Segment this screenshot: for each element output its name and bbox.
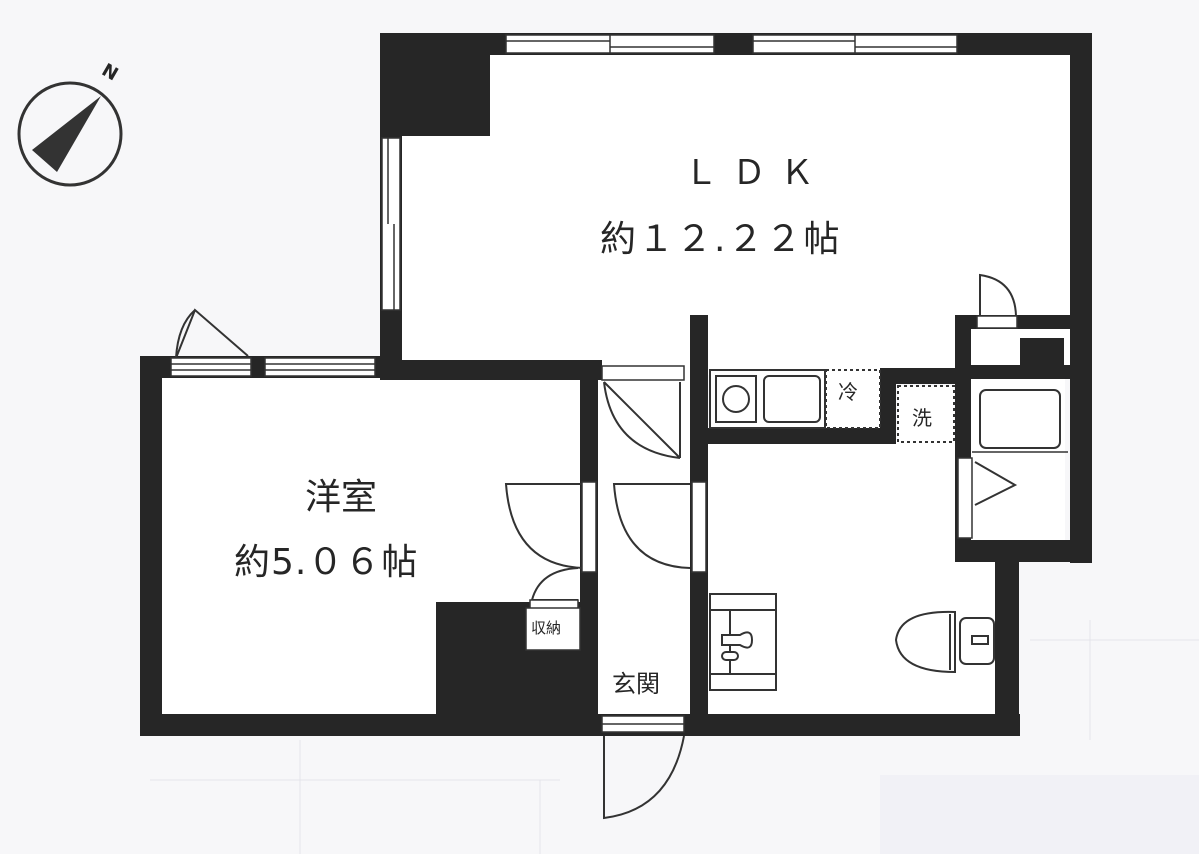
- washer-space: [897, 385, 955, 443]
- windows: [170, 34, 1018, 733]
- room-storage-name: 収納: [531, 619, 562, 637]
- stove-burner-icon: [722, 385, 750, 413]
- wash-basin-icon: [709, 593, 777, 691]
- room-western-area: 約5.０６帖: [234, 542, 419, 583]
- bathtub-icon: [979, 389, 1061, 449]
- washer-label: 洗: [912, 406, 932, 430]
- compass: [17, 81, 123, 187]
- sink-icon: [763, 375, 821, 423]
- compass-circle: [17, 81, 123, 187]
- fridge-space: [825, 369, 881, 429]
- kitchen-counter: [709, 369, 826, 429]
- fridge-label: 冷: [838, 380, 858, 404]
- background-patch: [880, 775, 1199, 854]
- north-arrow-icon: [32, 96, 101, 172]
- room-western-name: 洋室: [305, 477, 378, 518]
- toilet-icon: [894, 610, 995, 674]
- storage-box: [525, 607, 581, 651]
- room-ldk-area: 約１２.２２帖: [600, 219, 842, 260]
- door-jambs: [529, 457, 973, 611]
- room-entrance-name: 玄関: [612, 670, 660, 698]
- room-ldk-name: ＬＤＫ: [684, 153, 828, 193]
